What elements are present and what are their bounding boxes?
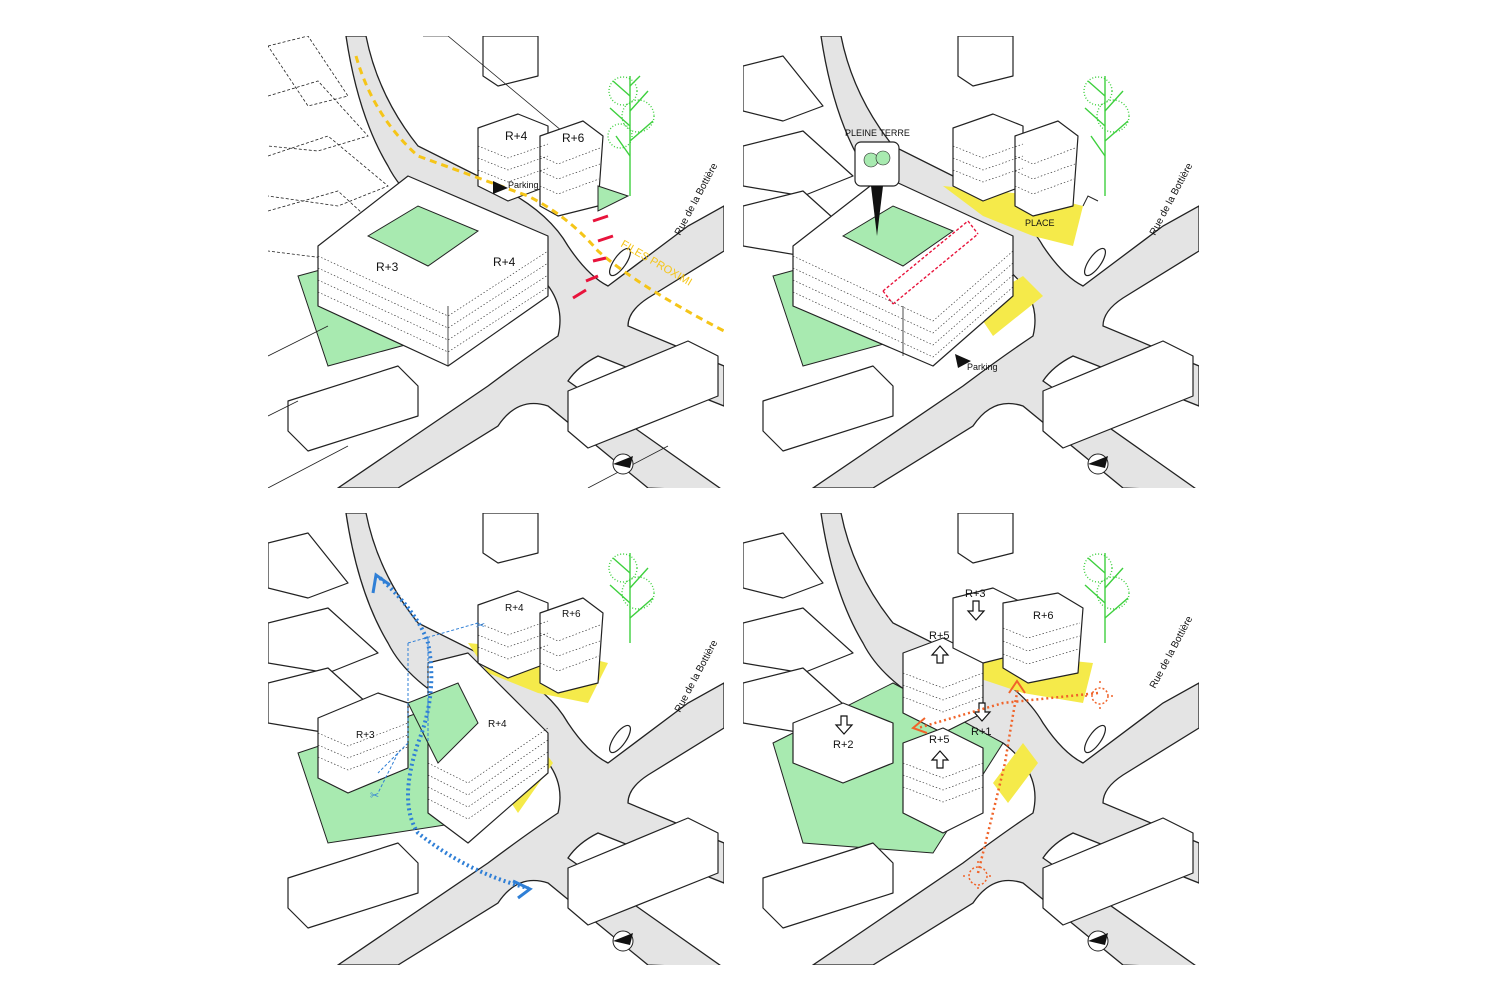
panel-1-drawing: R+3 R+4 R+4 R+6 Parking Rue de la Bottiè… bbox=[268, 36, 724, 488]
tree-icon bbox=[1083, 553, 1130, 643]
panel-2-drawing: PLEINE TERRE PLACE Parking Rue de la Bot… bbox=[743, 36, 1199, 488]
cut-lines bbox=[377, 622, 479, 794]
pleine-terre-callout bbox=[854, 141, 900, 236]
courtyard-green bbox=[366, 205, 480, 267]
roundabout-island bbox=[1083, 247, 1107, 277]
building-se bbox=[1042, 340, 1194, 449]
north-arrow-icon bbox=[612, 453, 634, 475]
label-street: Rue de la Bottière bbox=[1148, 614, 1195, 690]
parcel-line bbox=[423, 36, 569, 137]
parking-entrance-icon bbox=[493, 181, 508, 194]
building-north bbox=[482, 36, 539, 87]
label-r2: R+2 bbox=[833, 739, 854, 751]
arrow-down-icon-r2 bbox=[834, 715, 854, 735]
building-se bbox=[1042, 817, 1194, 926]
buildings-r4-r6 bbox=[477, 113, 630, 217]
arrow-up-icon-r5-south bbox=[930, 750, 950, 769]
path-arrow-south-icon bbox=[512, 879, 533, 900]
north-arrow-icon bbox=[1087, 453, 1109, 475]
building-north bbox=[957, 36, 1014, 87]
place-arrow-icon bbox=[1082, 195, 1099, 207]
label-r6: R+6 bbox=[562, 131, 585, 145]
red-barrier-marks bbox=[572, 214, 614, 300]
section-cut-line bbox=[882, 220, 979, 305]
panel-3-drawing: ✂ ✂ R+3 R+4 R+4 R+6 Rue de la Bottière bbox=[268, 513, 724, 965]
roundabout-island bbox=[608, 247, 632, 277]
diagram-panel-1: R+3 R+4 R+4 R+6 Parking Rue de la Bottiè… bbox=[268, 36, 724, 488]
roundabout-island bbox=[608, 724, 632, 754]
label-r4: R+4 bbox=[505, 603, 524, 614]
building-sw bbox=[762, 842, 894, 929]
roundabout-island bbox=[1083, 724, 1107, 754]
view-arrow-west-icon bbox=[911, 717, 928, 734]
label-r4: R+4 bbox=[505, 129, 528, 143]
label-r1: R+1 bbox=[971, 726, 992, 738]
building-sw bbox=[762, 365, 894, 452]
tree-icon bbox=[607, 75, 655, 196]
parcel-lines-south bbox=[268, 325, 669, 488]
building-north bbox=[957, 513, 1014, 564]
arrow-down-icon-r1 bbox=[972, 702, 992, 722]
building-sw bbox=[287, 365, 419, 452]
label-r5-north: R+5 bbox=[929, 630, 950, 642]
parking-entrance-icon bbox=[955, 354, 971, 368]
north-arrow-icon bbox=[612, 930, 634, 952]
label-r6: R+6 bbox=[1033, 610, 1054, 622]
buildings-r4-r6 bbox=[952, 113, 1079, 217]
label-r3: R+3 bbox=[356, 730, 375, 741]
building-north bbox=[482, 513, 539, 564]
building-sw bbox=[287, 842, 419, 929]
path-arrow-north-icon bbox=[371, 572, 391, 594]
building-se bbox=[567, 817, 719, 926]
new-building-volumes bbox=[792, 587, 1084, 834]
main-building-block bbox=[297, 175, 549, 367]
view-lines bbox=[917, 687, 1099, 874]
yellow-zone-south bbox=[973, 276, 1043, 336]
proximity-route-line bbox=[354, 55, 724, 333]
label-r4-main: R+4 bbox=[488, 719, 507, 730]
sun-icon-south bbox=[963, 861, 993, 891]
tree-icon bbox=[608, 553, 655, 643]
label-parking: Parking bbox=[508, 180, 539, 190]
view-arrow-north-icon bbox=[1008, 679, 1026, 694]
scissors-icon-north: ✂ bbox=[476, 620, 485, 632]
sun-icon-east bbox=[1085, 681, 1115, 711]
tree-icon bbox=[1083, 76, 1130, 196]
diagram-panel-2: PLEINE TERRE PLACE Parking Rue de la Bot… bbox=[743, 36, 1199, 488]
existing-buildings-dashed bbox=[268, 36, 399, 262]
scissors-icon-south: ✂ bbox=[370, 790, 379, 802]
label-place: PLACE bbox=[1025, 218, 1055, 228]
diagram-panel-3: ✂ ✂ R+3 R+4 R+4 R+6 Rue de la Bottière bbox=[268, 513, 724, 965]
panel-4-drawing: R+3 R+6 R+5 R+2 R+5 R+1 Rue de la Bottiè… bbox=[743, 513, 1199, 965]
arrow-up-icon-r5-north bbox=[930, 645, 950, 664]
yellow-zone-south bbox=[993, 743, 1038, 803]
label-r4-main: R+4 bbox=[493, 255, 516, 269]
label-parking: Parking bbox=[967, 362, 998, 372]
building-se bbox=[567, 340, 719, 449]
label-r3: R+3 bbox=[376, 260, 399, 274]
buildings-r4-r6 bbox=[477, 590, 604, 694]
north-arrow-icon bbox=[1087, 930, 1109, 952]
label-r3: R+3 bbox=[965, 588, 986, 600]
arrow-down-icon-r3 bbox=[966, 600, 986, 621]
label-pleine-terre: PLEINE TERRE bbox=[845, 128, 910, 138]
label-r5-south: R+5 bbox=[929, 734, 950, 746]
label-r6: R+6 bbox=[562, 609, 581, 620]
diagram-panel-4: R+3 R+6 R+5 R+2 R+5 R+1 Rue de la Bottiè… bbox=[743, 513, 1199, 965]
